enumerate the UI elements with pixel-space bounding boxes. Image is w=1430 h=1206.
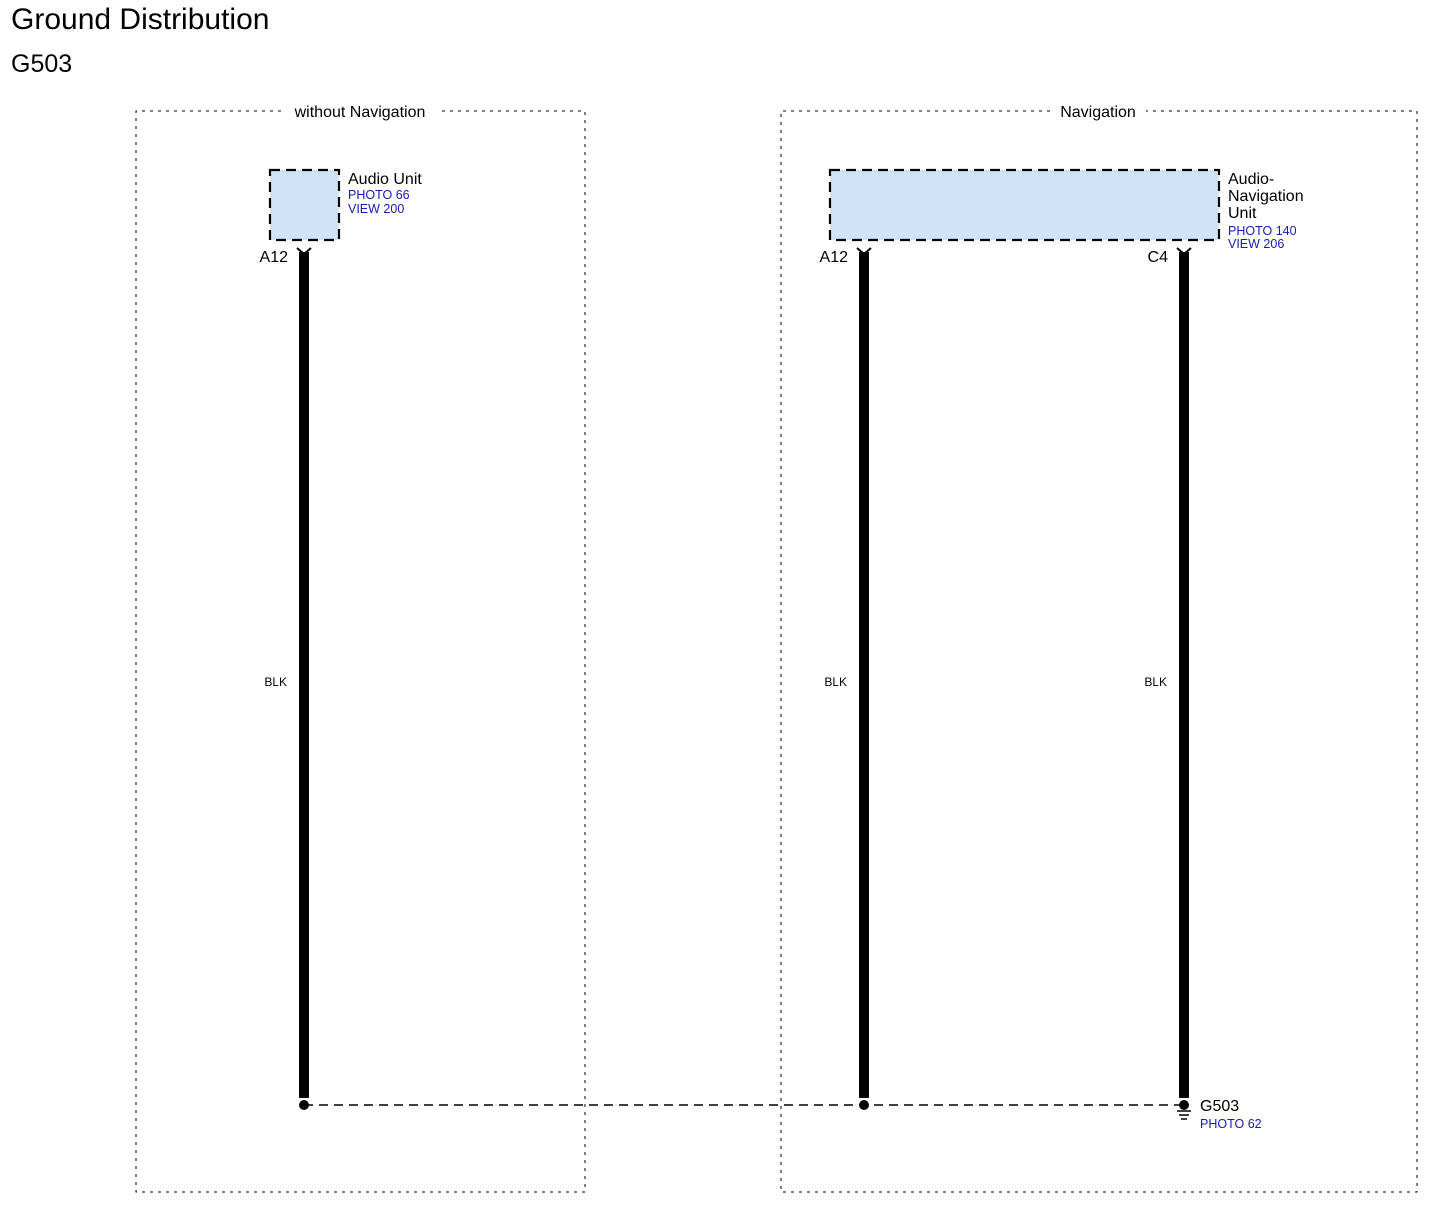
audio-unit-box[interactable] — [268, 168, 341, 242]
wire-audio-navigation-unit-c4[interactable]: C4 BLK — [1144, 247, 1192, 1098]
wire-color-label: BLK — [824, 675, 847, 689]
region-label-without-navigation: without Navigation — [294, 104, 426, 121]
audio-unit-component[interactable]: Audio Unit PHOTO 66 VIEW 200 — [268, 168, 422, 242]
ground-symbol-icon — [1177, 1110, 1191, 1120]
wire-audio-unit-a12[interactable]: A12 BLK — [260, 247, 312, 1110]
audio-unit-name: Audio Unit — [348, 171, 422, 188]
audio-navigation-unit-view-link[interactable]: VIEW 206 — [1228, 237, 1284, 251]
audio-unit-view-link[interactable]: VIEW 200 — [348, 202, 404, 216]
wire-color-label: BLK — [1144, 675, 1167, 689]
ground-name: G503 — [1200, 1098, 1239, 1115]
pin-label-nav-c4: C4 — [1148, 249, 1169, 266]
page-title: Ground Distribution — [11, 3, 270, 36]
audio-unit-photo-link[interactable]: PHOTO 66 — [348, 188, 410, 202]
wire-color-label: BLK — [264, 675, 287, 689]
pin-label-nav-a12: A12 — [820, 249, 849, 266]
audio-navigation-unit-name-line-3: Unit — [1228, 205, 1257, 222]
pin-label-audio-a12: A12 — [260, 249, 289, 266]
page-subtitle: G503 — [11, 50, 73, 78]
audio-navigation-unit-name-line-1: Audio- — [1228, 171, 1274, 188]
audio-navigation-unit-component[interactable]: Audio- Navigation Unit PHOTO 140 VIEW 20… — [828, 168, 1304, 251]
region-without-navigation: without Navigation — [135, 104, 586, 1193]
wire-audio-navigation-unit-a12[interactable]: A12 BLK — [820, 247, 872, 1110]
ground-point-dot — [1179, 1100, 1189, 1110]
audio-navigation-unit-name-line-2: Navigation — [1228, 188, 1304, 205]
region-label-navigation: Navigation — [1060, 104, 1136, 121]
ground-photo-link[interactable]: PHOTO 62 — [1200, 1117, 1262, 1131]
region-navigation: Navigation — [780, 104, 1418, 1193]
audio-navigation-unit-box[interactable] — [828, 168, 1221, 242]
audio-navigation-unit-photo-link[interactable]: PHOTO 140 — [1228, 224, 1297, 238]
ground-g503[interactable]: G503 PHOTO 62 — [1177, 1098, 1262, 1131]
